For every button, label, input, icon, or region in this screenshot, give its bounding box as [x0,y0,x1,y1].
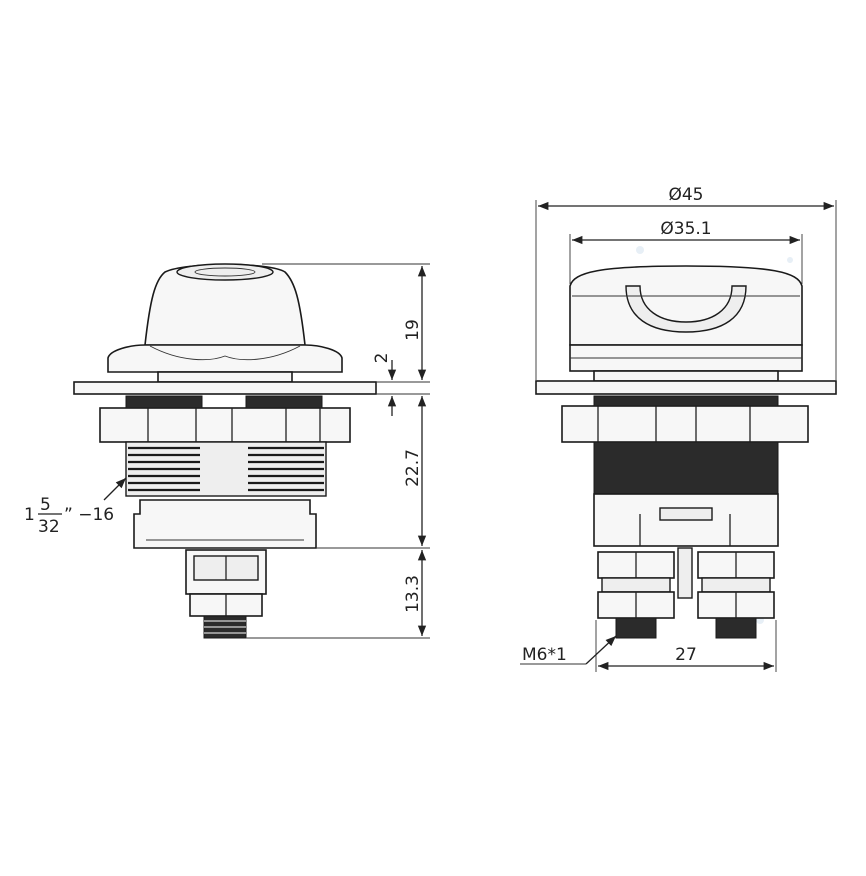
knob-top [176,263,274,281]
knob-cap-front [569,265,803,346]
threaded-body [593,441,779,495]
knob-base [107,344,343,373]
right-front-view [535,265,837,639]
terminal-right [697,551,775,639]
thread-top-left [125,395,203,409]
mounting-nut [99,407,351,443]
dim-inner-diameter: Ø35.1 [660,219,711,239]
mounting-nut-front [561,405,809,443]
switch-body [133,499,317,549]
flange-plate-front [535,380,837,395]
dim-stud-spec: M6*1 [522,645,567,665]
thread-section [125,441,327,497]
knob-collar [157,371,293,383]
right-dimensions [520,200,837,672]
svg-text:” −16: ” −16 [64,505,114,525]
knob-handle [625,285,747,333]
svg-text:32: 32 [38,517,60,537]
left-dimensions [103,263,430,639]
thread-spec-label: 1 5 32 ” −16 [24,495,114,537]
dim-terminal-spacing: 27 [675,645,697,665]
dim-outer-diameter: Ø45 [668,185,703,205]
svg-text:5: 5 [40,495,51,515]
thread-top-right [245,395,323,409]
flange-plate [73,381,377,395]
dim-22-7: 22.7 [403,449,423,487]
svg-text:1: 1 [24,505,35,525]
dim-13-3: 13.3 [403,575,423,613]
dim-19: 19 [403,319,423,341]
dim-2: 2 [372,353,392,364]
center-pin [677,547,693,599]
left-side-view [73,263,377,639]
terminal-left [597,551,675,639]
